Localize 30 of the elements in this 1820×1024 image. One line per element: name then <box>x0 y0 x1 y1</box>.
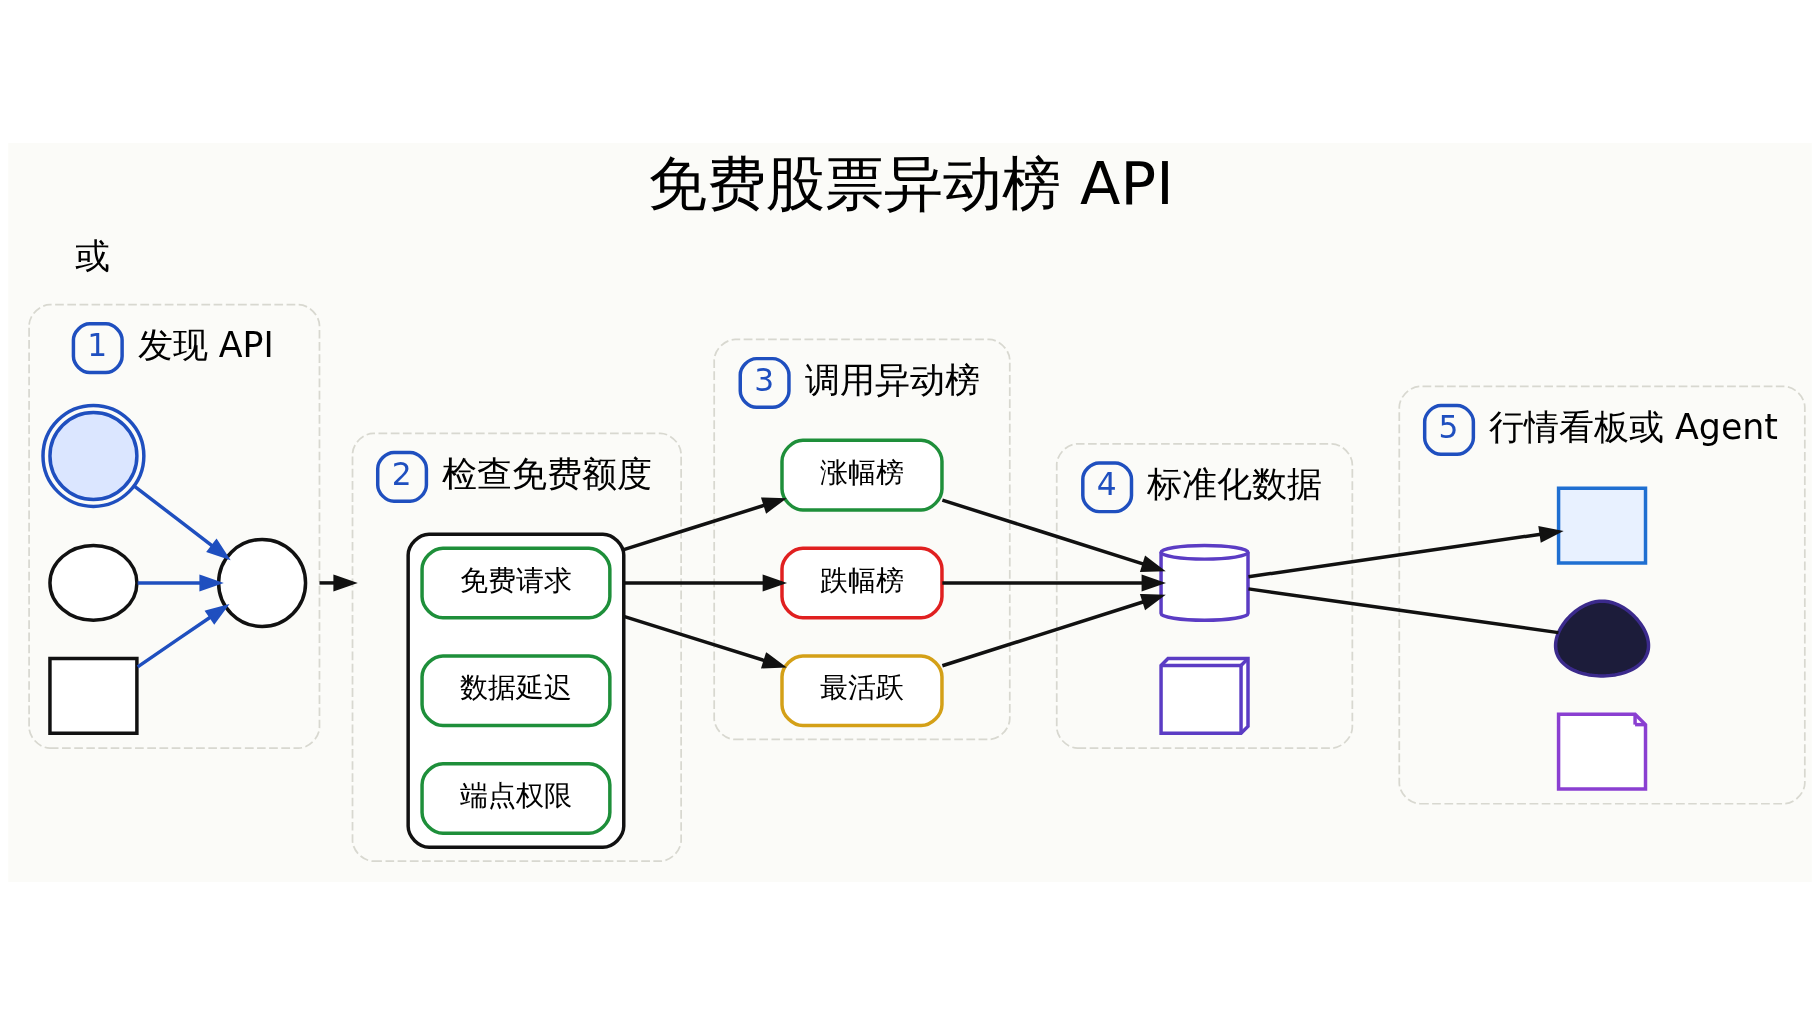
arrow <box>133 484 231 560</box>
node-robot <box>1553 598 1651 678</box>
node-box: 跌幅榜 <box>780 545 944 619</box>
arrow <box>319 573 358 591</box>
node-window <box>48 656 139 735</box>
node-cloud <box>48 543 139 622</box>
arrow <box>136 603 230 668</box>
node-box: 涨幅榜 <box>780 438 944 512</box>
arrow <box>1248 525 1564 578</box>
cluster: 4 标准化数据 <box>1055 442 1354 749</box>
arrow <box>942 573 1166 591</box>
node-box: 免费请求 <box>420 545 612 619</box>
connector <box>1248 586 1559 634</box>
arrow <box>941 593 1166 667</box>
label: 或 <box>75 235 111 276</box>
arrow <box>941 497 1166 572</box>
node-globe <box>41 403 146 508</box>
cluster: 1 发现 API <box>28 303 321 749</box>
node-box: 最活跃 <box>780 653 944 727</box>
cluster <box>406 532 626 849</box>
node-box: 数据延迟 <box>420 653 612 727</box>
node-magnifier <box>216 537 308 628</box>
arrow <box>623 614 787 668</box>
node-monitor <box>1556 485 1648 565</box>
arrow <box>137 573 224 591</box>
diagram-title: 免费股票异动榜 API <box>648 148 1174 218</box>
arrow <box>623 496 787 551</box>
cluster: 5 行情看板或 Agent <box>1398 385 1806 805</box>
arrow <box>623 573 788 591</box>
node-box: 端点权限 <box>420 761 612 835</box>
